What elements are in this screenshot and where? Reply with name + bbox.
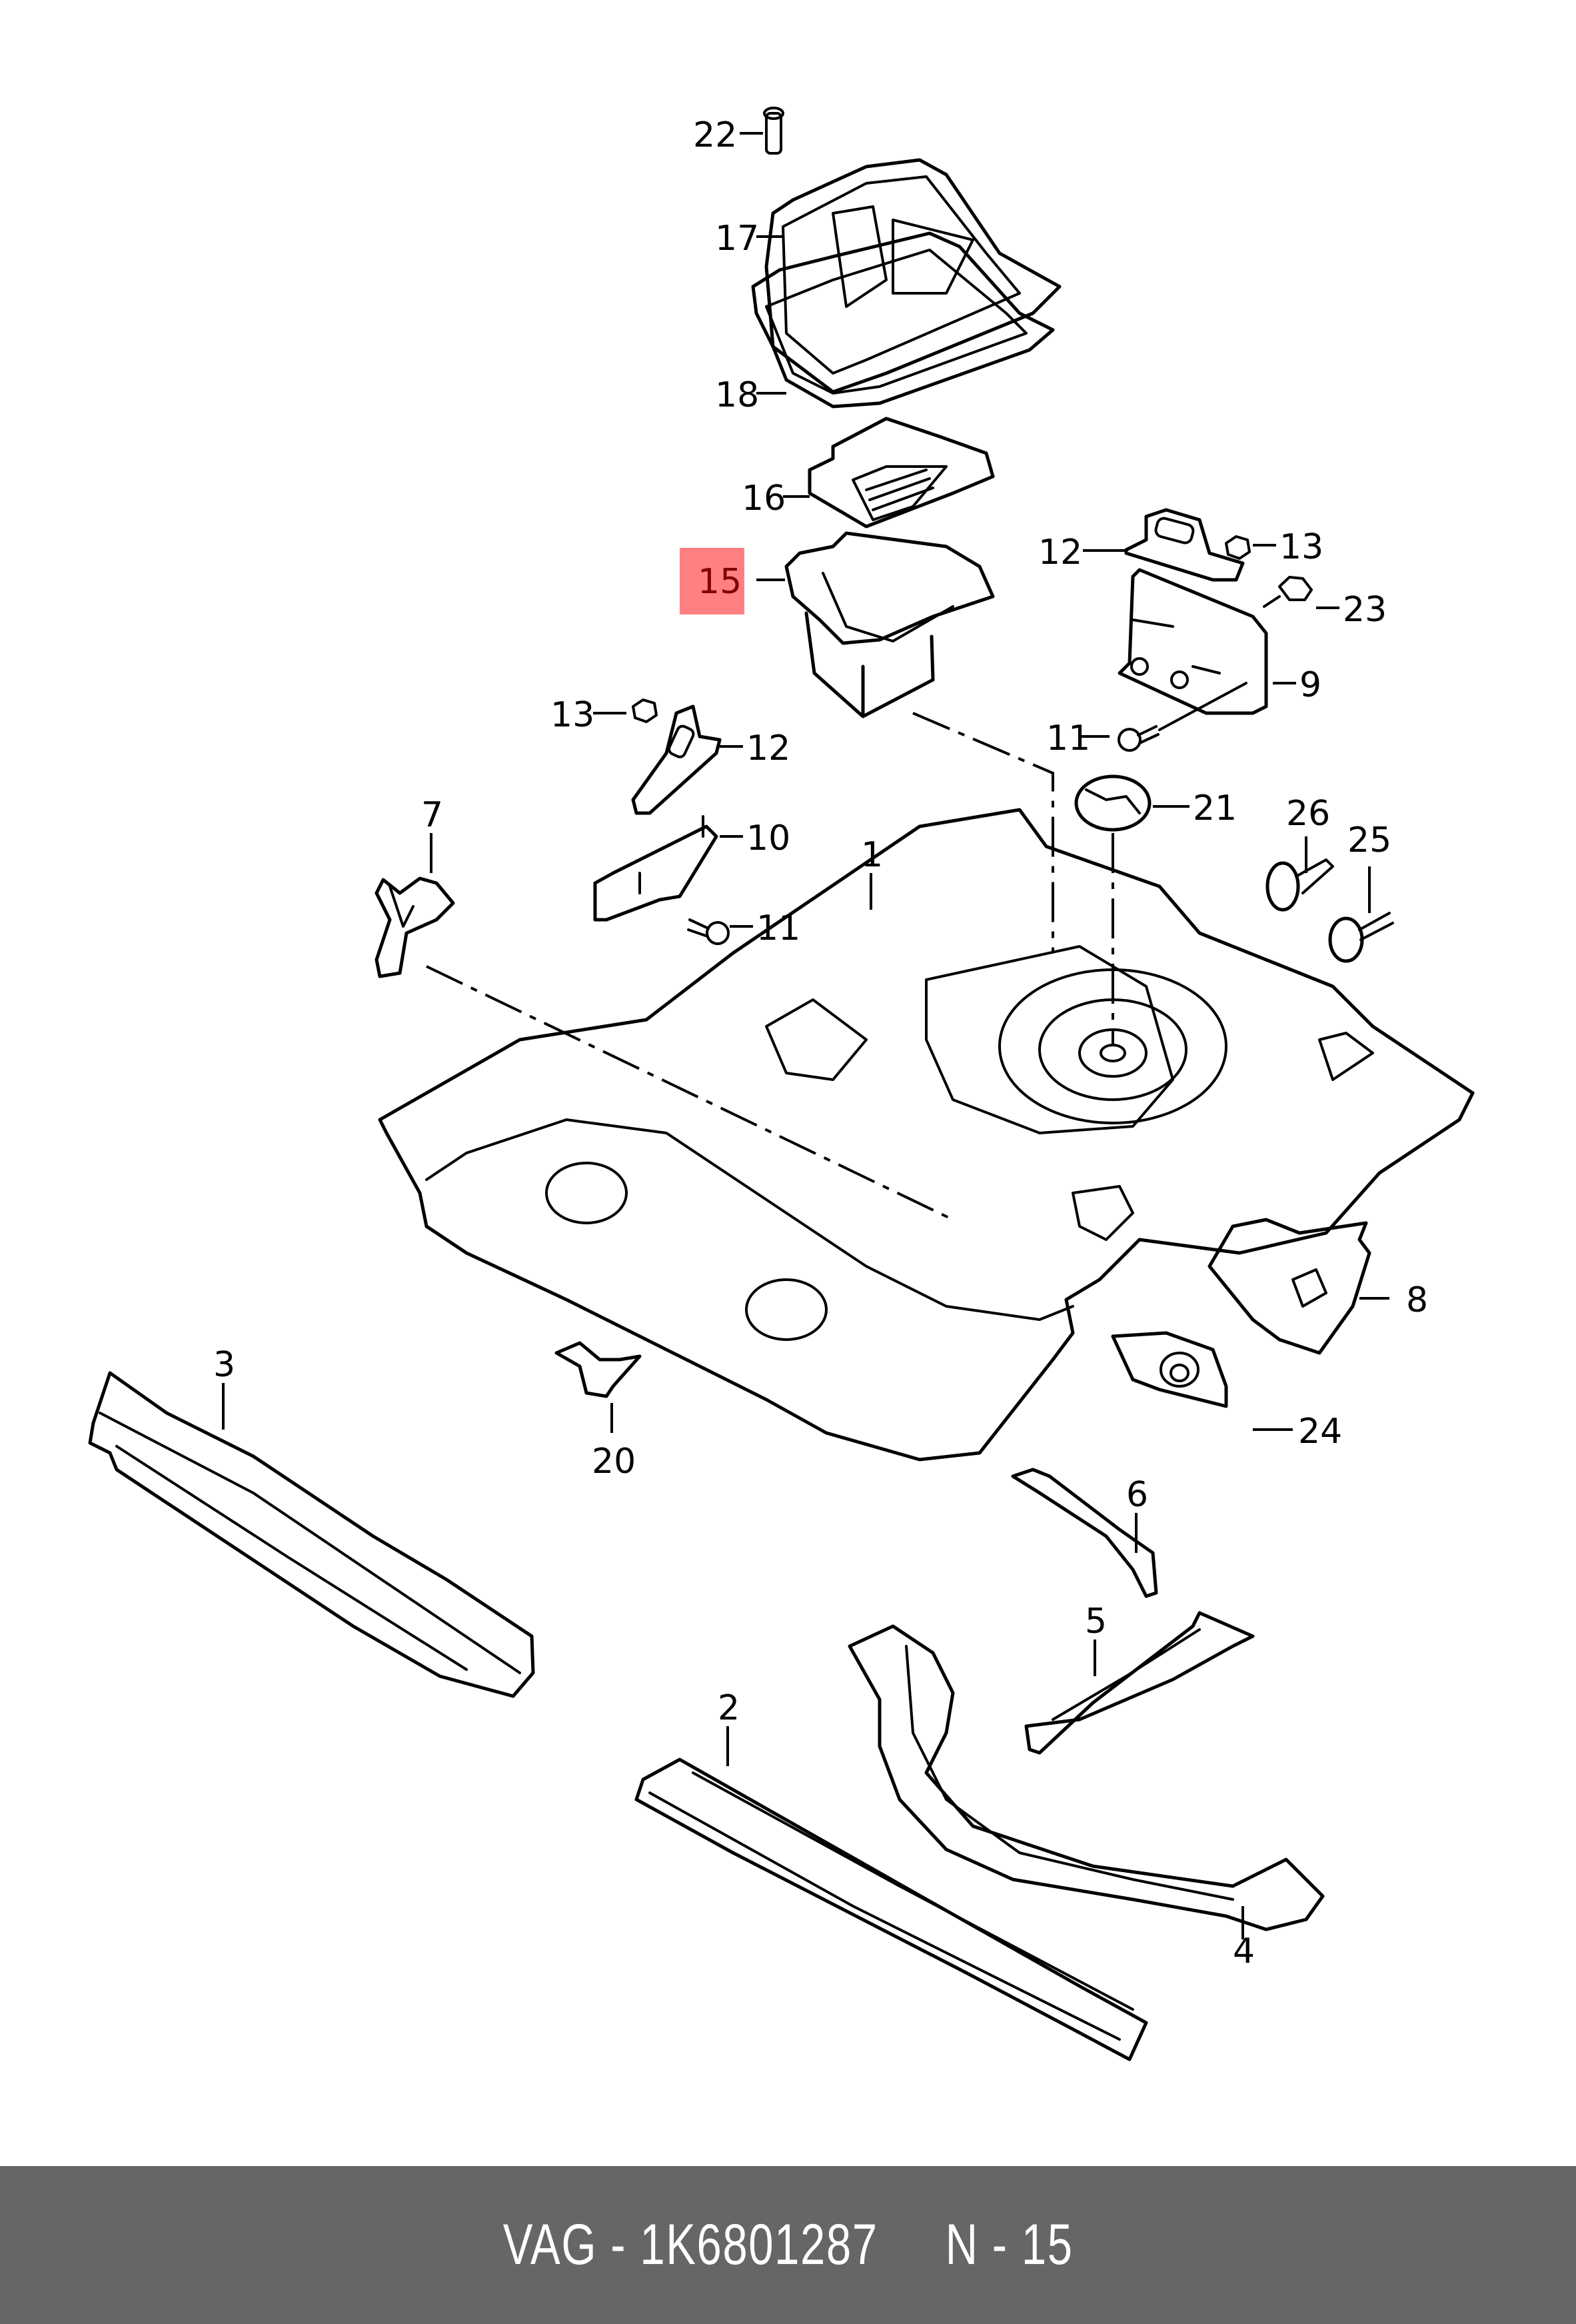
part-25-screw [1328, 912, 1394, 963]
part-23-nut [1263, 576, 1313, 608]
part-17-cover [764, 158, 1062, 394]
callout-13-left[interactable]: 13 [550, 695, 594, 735]
callout-labels: 22 17 18 16 15 12 13 13 23 9 11 21 26 25… [213, 115, 1428, 1971]
part-8-bracket [1207, 1218, 1371, 1355]
callout-9[interactable]: 9 [1299, 665, 1321, 705]
callout-23[interactable]: 23 [1343, 590, 1387, 630]
callout-15[interactable]: 15 [698, 562, 742, 602]
callout-5[interactable]: 5 [1085, 1602, 1107, 1642]
part-20-clip [554, 1341, 642, 1398]
part-21-clamp-disc [1074, 774, 1152, 832]
part-4-rear-rail [848, 1624, 1325, 1931]
part-22-bolt [763, 107, 784, 155]
callout-20[interactable]: 20 [592, 1442, 636, 1482]
part-number-footer: VAG - 1K6801287 N - 15 [0, 2166, 1576, 2324]
callout-10[interactable]: 10 [746, 818, 790, 858]
part-1-floor-panel [378, 808, 1475, 1462]
callout-11-left[interactable]: 11 [756, 908, 800, 948]
callout-26[interactable]: 26 [1286, 794, 1330, 834]
part-13-nut-left [632, 698, 658, 723]
part-26-fastener [1265, 858, 1334, 912]
parts-diagram: 22 17 18 16 15 12 13 13 23 9 11 21 26 25… [88, 107, 1475, 2061]
callout-25[interactable]: 25 [1347, 820, 1391, 860]
part-12-bracket-left [631, 704, 722, 815]
part-11-bolt-right [1118, 682, 1247, 752]
part-7-clip [375, 876, 455, 978]
part-18-gasket [751, 231, 1055, 409]
callout-4[interactable]: 4 [1233, 1931, 1255, 1971]
callout-24[interactable]: 24 [1298, 1412, 1342, 1452]
part-13-nut-right [1225, 535, 1251, 560]
callout-12-right[interactable]: 12 [1038, 533, 1082, 573]
part-3-side-member [88, 1371, 535, 1698]
leader-lines [222, 132, 1389, 1939]
part-24-mount-plate [1111, 1331, 1228, 1408]
part-6-strut [1011, 1468, 1158, 1598]
part-16-insert [808, 417, 995, 529]
callout-13-right[interactable]: 13 [1279, 527, 1323, 567]
part-10-bracket [593, 815, 718, 922]
callout-2[interactable]: 2 [718, 1688, 740, 1728]
callout-6[interactable]: 6 [1126, 1475, 1148, 1515]
part-11-bolt-left [687, 918, 730, 945]
callout-17[interactable]: 17 [715, 219, 759, 259]
part-5-crossmember [1024, 1611, 1255, 1755]
callout-12-left[interactable]: 12 [746, 728, 790, 768]
assembly-line-15 [912, 712, 1054, 953]
callout-7[interactable]: 7 [421, 795, 443, 835]
callout-16[interactable]: 16 [742, 479, 786, 519]
footer-text: VAG - 1K6801287 N - 15 [502, 2213, 1074, 2277]
callout-21[interactable]: 21 [1193, 788, 1237, 828]
callout-11-right[interactable]: 11 [1046, 718, 1090, 758]
callout-3[interactable]: 3 [213, 1345, 235, 1385]
callout-1[interactable]: 1 [861, 835, 883, 875]
part-2-sill [634, 1757, 1148, 2061]
assembly-line-7 [426, 965, 954, 1221]
callout-18[interactable]: 18 [715, 375, 759, 415]
callout-22[interactable]: 22 [693, 115, 737, 155]
callout-8[interactable]: 8 [1406, 1280, 1428, 1320]
part-12-bracket-right [1124, 508, 1245, 582]
highlight-box-15 [680, 548, 744, 614]
part-9-bracket [1118, 568, 1268, 715]
part-15-storage-tray [784, 531, 995, 718]
